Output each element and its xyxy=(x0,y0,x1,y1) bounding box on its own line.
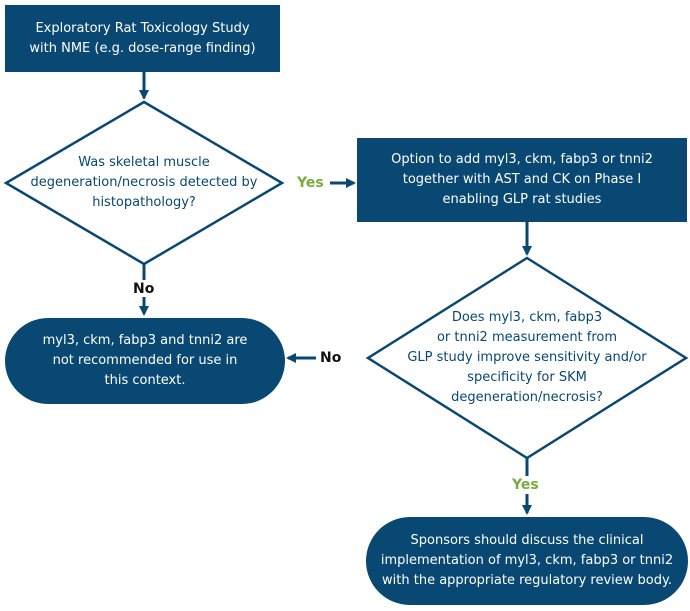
decision2-yes-label: Yes xyxy=(512,477,539,493)
sponsors-text: Sponsors should discuss the clinical imp… xyxy=(380,533,674,588)
decision2-text: Does myl3, ckm, fabp3 or tnni2 measureme… xyxy=(407,310,647,405)
start-box: Exploratory Rat Toxicology Study with NM… xyxy=(5,5,280,72)
not-recommended-terminal: myl3, ckm, fabp3 and tnni2 are not recom… xyxy=(5,318,285,404)
start-box-text: Exploratory Rat Toxicology Study with NM… xyxy=(29,20,256,56)
decision2-no-label: No xyxy=(320,350,342,366)
option-box-text: Option to add myl3, ckm, fabp3 or tnni2 … xyxy=(391,152,653,207)
sponsors-terminal: Sponsors should discuss the clinical imp… xyxy=(366,517,688,605)
option-box: Option to add myl3, ckm, fabp3 or tnni2 … xyxy=(357,138,687,222)
not-recommended-text: myl3, ckm, fabp3 and tnni2 are not recom… xyxy=(42,333,248,388)
decision1-text: Was skeletal muscle degeneration/necrosi… xyxy=(30,155,258,210)
decision1-yes-label: Yes xyxy=(297,175,324,191)
decision1-no-label: No xyxy=(133,281,155,297)
